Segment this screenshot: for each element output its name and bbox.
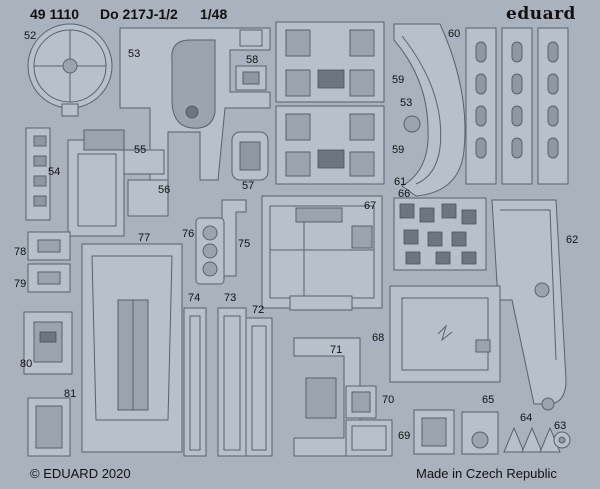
- part-78-79-clips: [27, 231, 71, 293]
- origin-notice: Made in Czech Republic: [416, 466, 557, 481]
- part-59-60-curved-strip: [393, 23, 466, 197]
- part-62-side-panel: [491, 199, 567, 411]
- part-central-frame: [119, 27, 271, 181]
- part-label-54: 54: [48, 166, 61, 178]
- part-label-76: 76: [182, 228, 195, 240]
- part-label-75: 75: [238, 238, 251, 250]
- scale-label: 1/48: [200, 6, 228, 22]
- part-label-63: 63: [554, 420, 567, 432]
- brand-logo: eduard: [506, 4, 576, 24]
- part-label-79: 79: [14, 278, 27, 290]
- kit-title: Do 217J-1/2: [100, 6, 178, 22]
- part-label-60: 60: [448, 28, 461, 40]
- part-label-72: 72: [252, 304, 265, 316]
- part-54-strip: [25, 127, 51, 221]
- part-label-57: 57: [242, 180, 255, 192]
- part-label-65: 65: [482, 394, 495, 406]
- part-label-77: 77: [138, 232, 151, 244]
- part-label-64: 64: [520, 412, 533, 424]
- part-label-66: 66: [398, 188, 411, 200]
- part-label-70: 70: [382, 394, 395, 406]
- part-label-67: 67: [364, 200, 377, 212]
- part-67-box: [261, 195, 383, 311]
- part-label-55: 55: [134, 144, 147, 156]
- part-label-74: 74: [188, 292, 201, 304]
- set-number: 49 1110: [30, 6, 80, 22]
- part-68-cover: [389, 285, 501, 383]
- part-80-bracket: [23, 311, 73, 375]
- part-60-slotted-bars: [465, 27, 569, 185]
- part-seat-backs-upper: [275, 21, 385, 185]
- part-63-ring: [553, 431, 571, 449]
- part-55-56-panel: [67, 129, 169, 237]
- part-77-floor-plate: [81, 243, 183, 453]
- part-label-62: 62: [566, 234, 579, 246]
- part-label-53b: 53: [400, 97, 413, 109]
- part-label-69: 69: [398, 430, 411, 442]
- part-label-59b: 59: [392, 144, 405, 156]
- part-57-bracket: [231, 131, 269, 181]
- copyright-notice: © EDUARD 2020: [30, 466, 131, 481]
- part-label-61: 61: [394, 176, 407, 188]
- part-label-52: 52: [24, 30, 37, 42]
- part-69-70-brackets: [345, 385, 393, 457]
- part-label-58: 58: [246, 54, 259, 66]
- part-label-71: 71: [330, 344, 343, 356]
- part-66-instrument-panel: [393, 197, 487, 271]
- part-72-74-strips: [183, 307, 273, 457]
- part-52-round-disc: [27, 23, 113, 117]
- part-76-triple-ring: [195, 217, 225, 285]
- part-label-68: 68: [372, 332, 385, 344]
- part-label-59: 59: [392, 74, 405, 86]
- part-65-block: [413, 409, 499, 455]
- part-label-73: 73: [224, 292, 237, 304]
- part-label-78: 78: [14, 246, 27, 258]
- part-81-box: [27, 397, 71, 457]
- part-64-triangles: [503, 426, 561, 453]
- part-label-81: 81: [64, 388, 77, 400]
- part-label-53: 53: [128, 48, 141, 60]
- part-label-56: 56: [158, 184, 171, 196]
- part-label-80: 80: [20, 358, 33, 370]
